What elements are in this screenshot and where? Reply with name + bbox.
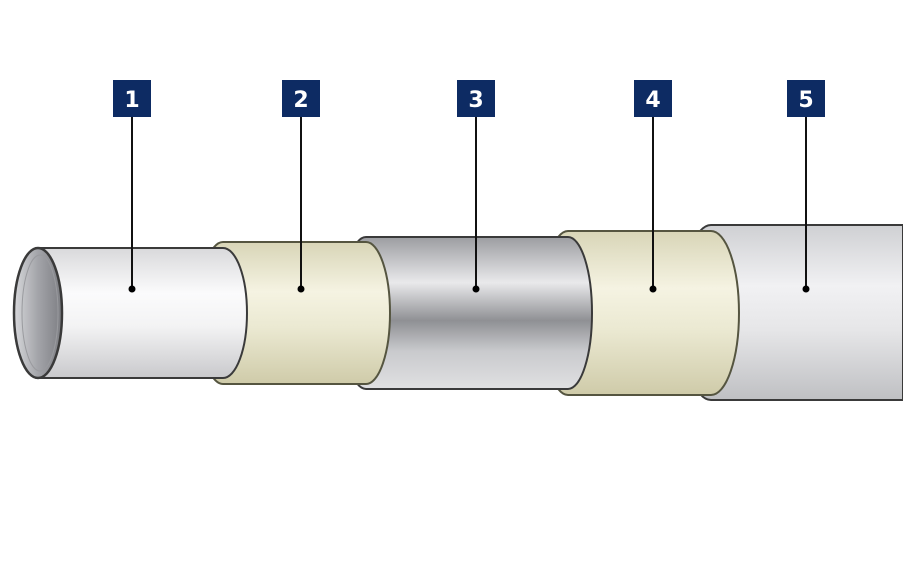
leader-lines xyxy=(131,116,807,289)
pipe-bore-opening xyxy=(12,246,64,380)
leader-dot-2 xyxy=(297,285,305,293)
label-number-3: 3 xyxy=(468,88,483,113)
label-badge-5: 5 xyxy=(787,80,825,117)
label-badge-1: 1 xyxy=(113,80,151,117)
leader-dot-1 xyxy=(128,285,136,293)
leader-dots xyxy=(128,285,810,293)
label-box-3 xyxy=(457,80,495,117)
label-number-4: 4 xyxy=(645,88,660,113)
label-badge-3: 3 xyxy=(457,80,495,117)
label-number-5: 5 xyxy=(798,88,813,113)
label-number-2: 2 xyxy=(293,88,308,113)
label-badge-4: 4 xyxy=(634,80,672,117)
leader-dot-3 xyxy=(472,285,480,293)
label-box-5 xyxy=(787,80,825,117)
leader-dot-4 xyxy=(649,285,657,293)
label-number-1: 1 xyxy=(124,88,139,113)
leader-dot-5 xyxy=(802,285,810,293)
label-badge-2: 2 xyxy=(282,80,320,117)
label-box-4 xyxy=(634,80,672,117)
pipe-bore-inner-wall xyxy=(21,254,59,372)
label-box-2 xyxy=(282,80,320,117)
label-box-1 xyxy=(113,80,151,117)
